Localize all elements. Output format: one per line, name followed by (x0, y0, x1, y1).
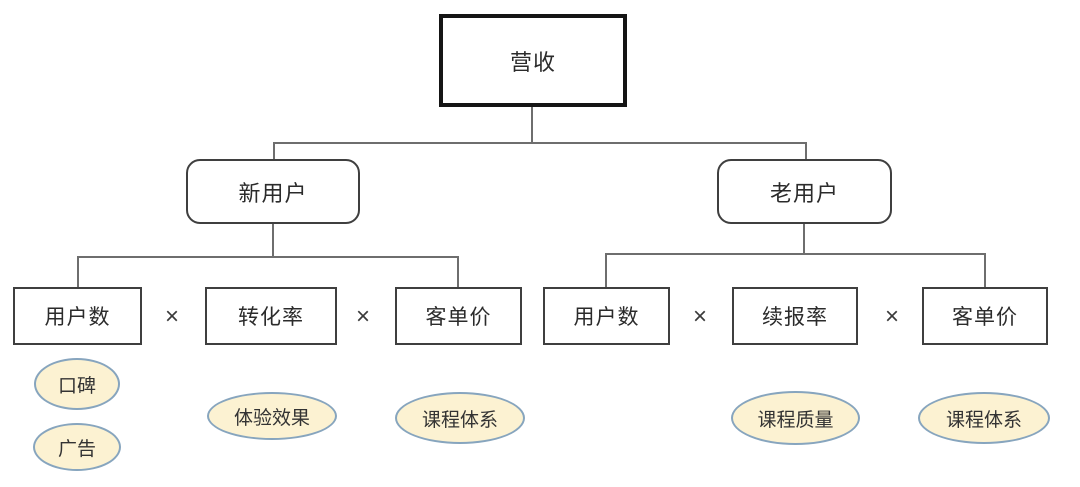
connector-right-stub-price (984, 253, 986, 287)
factor-label: 客单价 (425, 306, 492, 329)
factor-label: 用户数 (44, 306, 111, 329)
factor-old-user-count: 用户数 (543, 287, 670, 345)
driver-course-system-left: 课程体系 (395, 392, 525, 444)
connector-old-users-stub (805, 142, 807, 161)
connector-left-horizontal (77, 256, 459, 258)
driver-advertising: 广告 (33, 423, 121, 471)
driver-label: 口碑 (57, 375, 96, 397)
driver-label: 课程体系 (421, 409, 498, 431)
multiply-operator: × (355, 303, 370, 330)
factor-label: 用户数 (573, 306, 640, 329)
multiply-operator: × (164, 303, 179, 330)
factor-new-avg-order-value: 客单价 (395, 287, 522, 345)
driver-label: 课程质量 (757, 409, 834, 431)
multiply-operator: × (884, 303, 899, 330)
driver-course-system-right: 课程体系 (918, 392, 1050, 444)
connector-right-horizontal (605, 253, 986, 255)
connector-new-users-down (272, 224, 274, 258)
connector-left-stub-users (77, 256, 79, 288)
driver-course-quality: 课程质量 (731, 391, 860, 445)
factor-label: 续报率 (762, 306, 828, 329)
connector-root-down (531, 107, 533, 144)
factor-label: 转化率 (238, 306, 304, 329)
connector-top-horizontal (273, 142, 807, 144)
node-revenue-label: 营收 (509, 49, 556, 75)
connector-left-stub-price (457, 256, 459, 288)
factor-conversion-rate: 转化率 (205, 287, 337, 345)
driver-label: 广告 (57, 438, 96, 460)
connector-right-stub-users (605, 253, 607, 287)
node-old-users: 老用户 (717, 159, 892, 224)
factor-new-user-count: 用户数 (13, 287, 142, 345)
connector-new-users-stub (273, 142, 275, 161)
multiply-operator: × (692, 303, 707, 330)
driver-experience-effect: 体验效果 (207, 392, 337, 440)
node-new-users: 新用户 (186, 159, 360, 224)
driver-word-of-mouth: 口碑 (34, 358, 120, 410)
node-new-users-label: 新用户 (238, 180, 308, 206)
factor-old-avg-order-value: 客单价 (922, 287, 1048, 345)
node-revenue: 营收 (439, 14, 627, 107)
connector-old-users-down (803, 224, 805, 255)
factor-renewal-rate: 续报率 (732, 287, 858, 345)
factor-label: 客单价 (952, 306, 1018, 329)
driver-label: 体验效果 (233, 407, 310, 429)
driver-label: 课程体系 (945, 409, 1022, 431)
node-old-users-label: 老用户 (769, 180, 839, 206)
